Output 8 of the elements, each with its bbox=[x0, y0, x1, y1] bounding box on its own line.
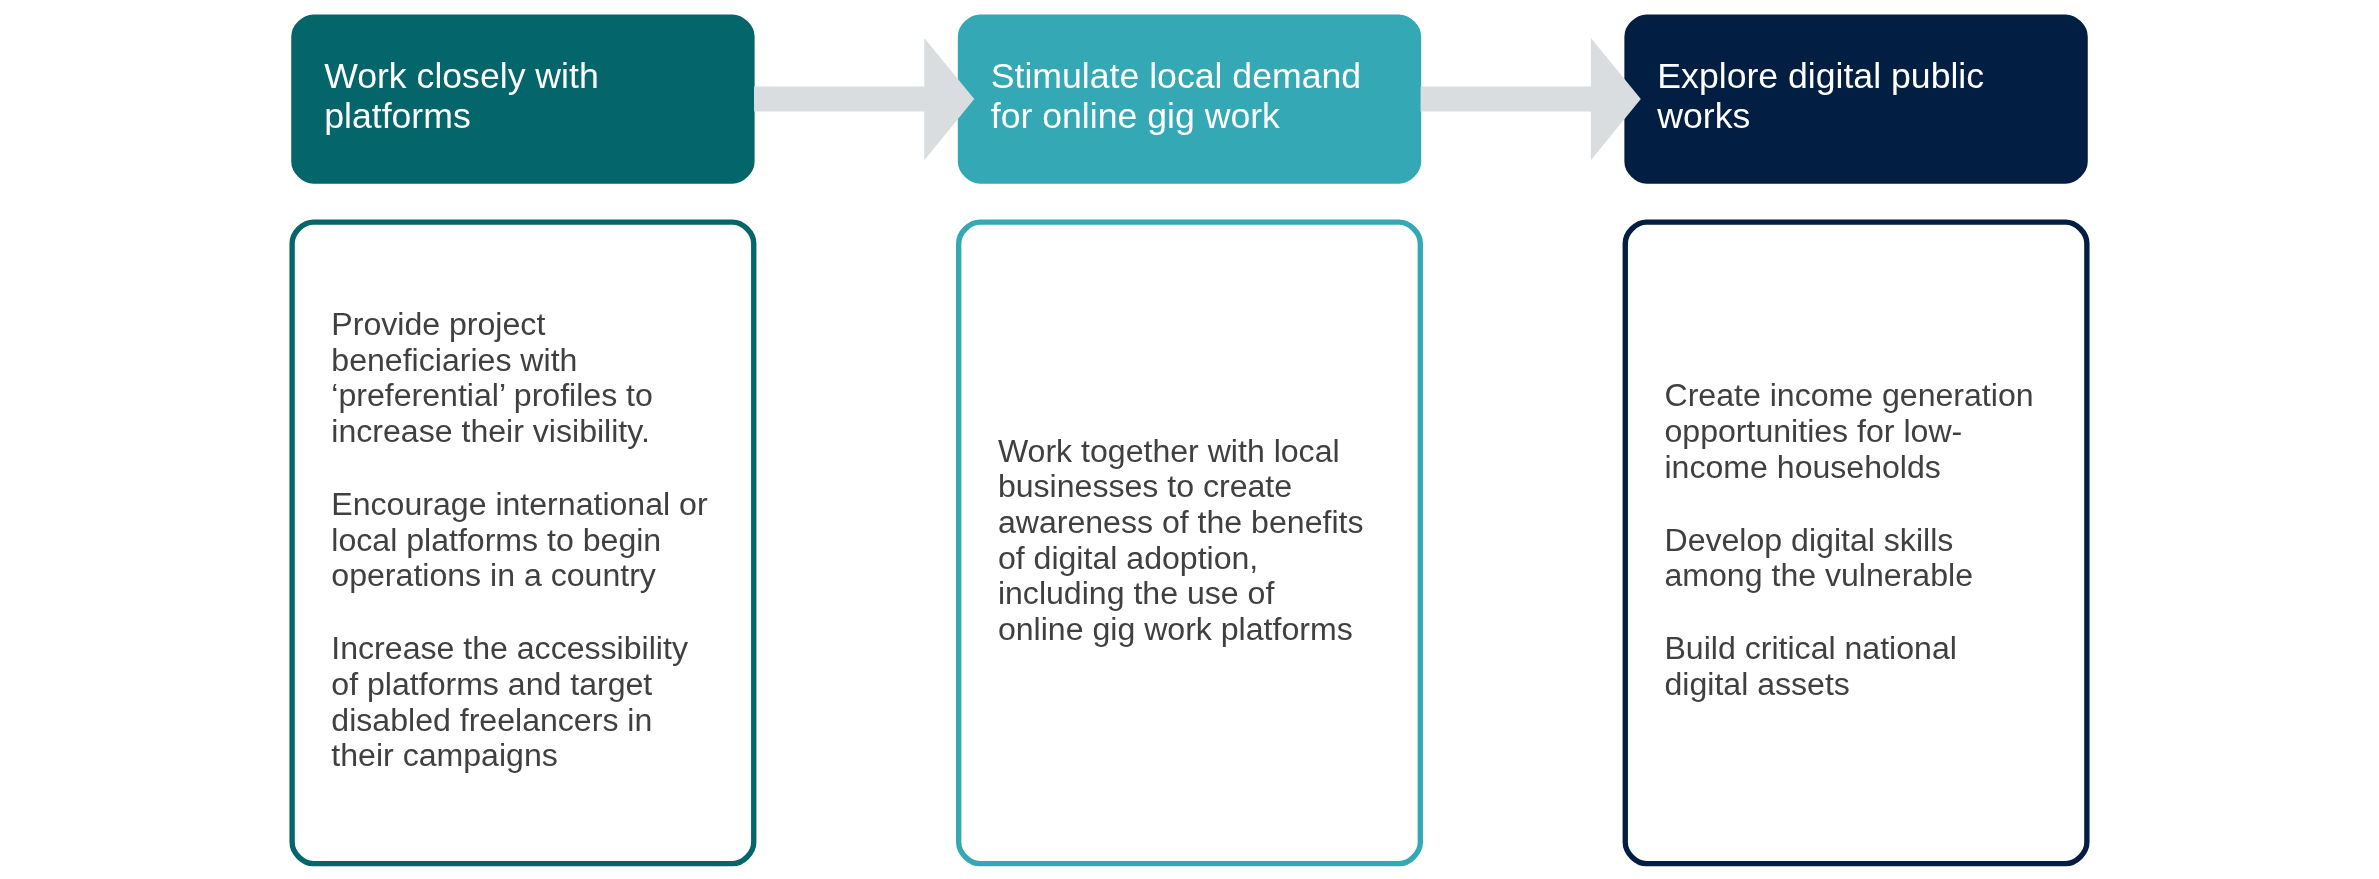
node-box: Create income generation opportunities for low-income households Develop digital skills among the vulnerable Build critical national digital assets bbox=[1622, 219, 2090, 867]
node-box: Stimulate local demand for online gig work bbox=[957, 14, 1422, 184]
arrow bbox=[754, 37, 975, 161]
node-box: Work closely with platforms bbox=[291, 14, 755, 184]
node-box: Explore digital public works bbox=[1624, 14, 2088, 184]
node-box: Work together with local businesses to create awareness of the benefits of digital adoption, including the use of online gig work platforms bbox=[956, 219, 1423, 867]
node-box: Provide project beneficiaries with ‘preferential’ profiles to increase their visibility. Encourage international or local platforms to begin operations in a country Increase the accessibility of platforms and target disabled freelancers in their campaigns bbox=[289, 219, 757, 867]
arrow bbox=[1420, 37, 1641, 161]
